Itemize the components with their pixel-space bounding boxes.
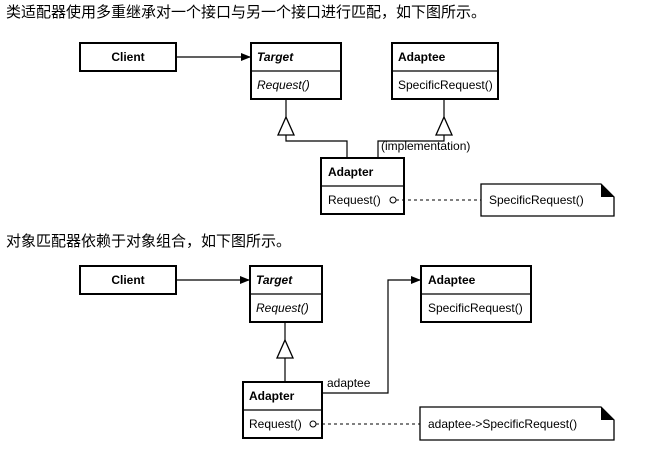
client-class-name-2: Client (111, 273, 144, 287)
note-text: SpecificRequest() (489, 193, 584, 207)
implementation-label: (implementation) (381, 139, 470, 153)
target-operation-2: Request() (256, 301, 309, 315)
client-class-2: Client (79, 265, 177, 295)
note-anchor (389, 196, 397, 204)
adaptee-class-name: Adaptee (398, 50, 446, 64)
client-class-name: Client (111, 50, 144, 64)
target-class-name: Target (257, 50, 294, 64)
target-operation: Request() (257, 78, 310, 92)
adapter-operation: Request() (328, 193, 381, 207)
adapter-class-name: Adapter (328, 165, 374, 179)
adaptee-operation-2: SpecificRequest() (428, 301, 523, 315)
adaptee-class-2: Adaptee SpecificRequest() (420, 265, 532, 323)
adaptee-role-label: adaptee (327, 376, 371, 390)
adapter-class-name-2: Adapter (249, 389, 295, 403)
adapter-class: Adapter Request() (320, 157, 405, 215)
adaptee-operation: SpecificRequest() (398, 78, 493, 92)
target-class-2: Target Request() (249, 265, 323, 323)
adapter-adaptee-inheritance: (implementation) (377, 99, 470, 158)
object-adapter-diagram: Client Target Request() Adaptee Specific… (79, 265, 615, 441)
adapter-target-inheritance (276, 99, 348, 158)
note-anchor-2 (309, 420, 317, 428)
note-text-2: adaptee->SpecificRequest() (428, 417, 577, 431)
target-class-name-2: Target (256, 273, 293, 287)
object-adapter-caption: 对象匹配器依赖于对象组合，如下图所示。 (6, 232, 292, 250)
client-class: Client (79, 42, 177, 72)
adaptee-class-name-2: Adaptee (428, 273, 476, 287)
adapter-operation-2: Request() (249, 417, 302, 431)
implementation-note: SpecificRequest() (480, 183, 615, 217)
target-class: Target Request() (250, 42, 342, 100)
adapter-adaptee-association: adaptee (322, 276, 421, 394)
implementation-note-2: adaptee->SpecificRequest() (419, 406, 615, 441)
adapter-target-inheritance-2 (275, 322, 295, 382)
class-adapter-caption: 类适配器使用多重继承对一个接口与另一个接口进行匹配，如下图所示。 (6, 3, 487, 21)
class-adapter-diagram: Client Target Request() Adaptee Specific… (79, 42, 615, 217)
adapter-class-2: Adapter Request() (242, 381, 323, 439)
adaptee-class: Adaptee SpecificRequest() (391, 42, 499, 100)
